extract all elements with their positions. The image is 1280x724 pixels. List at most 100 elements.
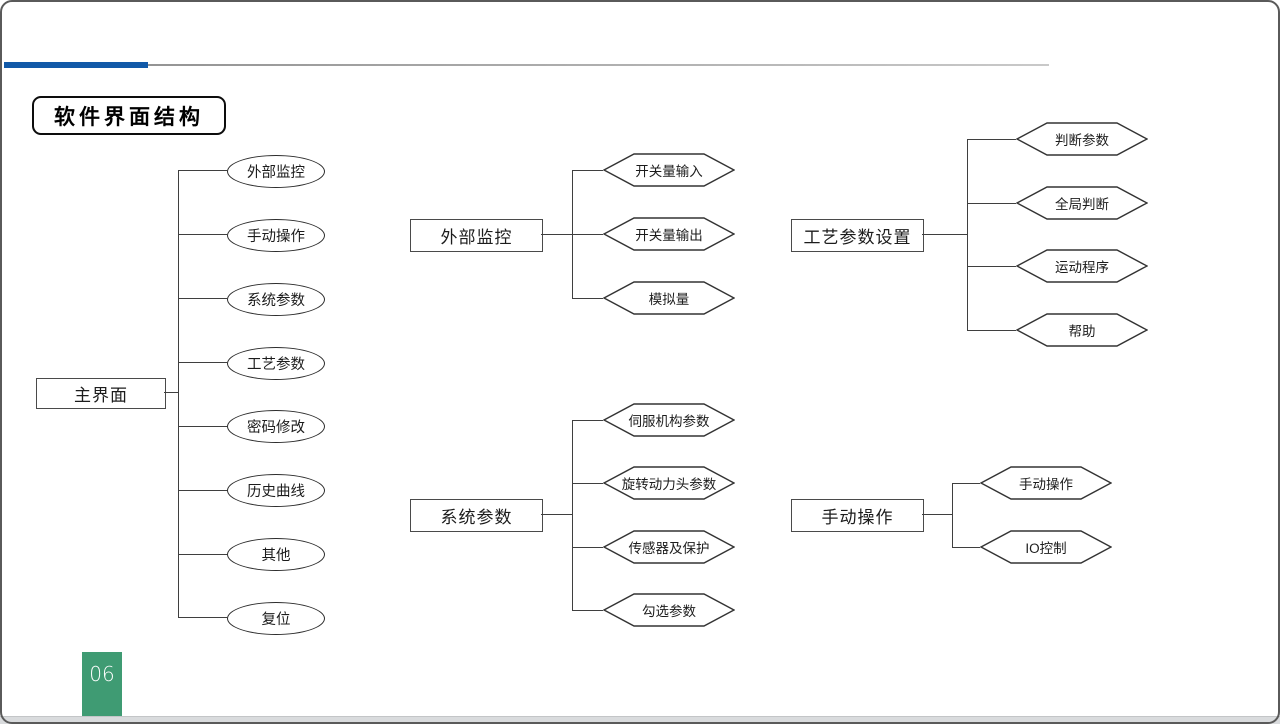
node-switch-output: 开关量输出 [603,217,735,251]
node-label: 手动操作 [247,229,305,245]
node-reset: 复位 [227,602,325,635]
node-io-control: IO控制 [980,530,1112,564]
hexagon-shape [1016,249,1148,283]
hexagon-shape [603,281,735,315]
node-checkbox-params: 勾选参数 [603,593,735,627]
page-number-block: 06 [82,652,122,717]
node-label: 外部监控 [247,165,305,181]
connector-line [572,420,574,610]
connector-line [572,483,603,485]
connector-line [952,483,980,485]
node-password-change: 密码修改 [227,410,325,443]
connector-line [967,139,1016,141]
connector-line [967,139,969,330]
node-label: 外部监控 [440,228,513,247]
connector-line [164,392,178,394]
connector-line [967,330,1016,332]
node-label: 勾选参数 [642,604,696,619]
connector-line [178,234,227,236]
node-history-curve: 历史曲线 [227,474,325,507]
node-label: 工艺参数设置 [803,228,912,247]
page-number: 06 [89,662,115,686]
node-process-params-root: 工艺参数设置 [791,219,924,252]
node-label: 判断参数 [1055,133,1109,148]
connector-line [178,554,227,556]
connector-line [952,547,980,549]
node-external-monitor: 外部监控 [227,155,325,188]
header-rule-line [148,64,1049,66]
connector-line [178,490,227,492]
connector-line [572,234,603,236]
header-accent-bar [4,62,148,68]
connector-line [178,170,180,618]
node-label: 复位 [261,612,291,628]
hexagon-shape [980,466,1112,500]
connector-line [178,362,227,364]
connector-line [922,234,967,236]
node-system-params-root: 系统参数 [410,499,543,532]
connector-line [952,483,954,547]
connector-line [922,514,952,516]
node-label: 伺服机构参数 [628,414,710,429]
hexagon-shape [603,466,735,500]
node-process-params: 工艺参数 [227,347,325,380]
node-label: 旋转动力头参数 [621,477,717,492]
connector-line [967,266,1016,268]
node-label: 历史曲线 [247,484,305,500]
node-global-judge: 全局判断 [1016,186,1148,220]
node-manual-operation: 手动操作 [227,219,325,252]
node-manual-operation-sub: 手动操作 [980,466,1112,500]
connector-line [541,234,572,236]
hexagon-shape [603,217,735,251]
node-label: 开关量输出 [635,228,703,243]
node-label: 全局判断 [1055,197,1109,212]
node-system-params: 系统参数 [227,283,325,316]
connector-line [178,426,227,428]
hexagon-shape [1016,186,1148,220]
node-manual-operation-root: 手动操作 [791,499,924,532]
node-other: 其他 [227,538,325,571]
node-switch-input: 开关量输入 [603,153,735,187]
node-label: 其他 [261,548,291,564]
node-label: 开关量输入 [635,164,703,179]
node-rotary-power-head-params: 旋转动力头参数 [603,466,735,500]
node-label: 主界面 [74,386,128,405]
node-servo-mechanism-params: 伺服机构参数 [603,403,735,437]
node-main-interface-root: 主界面 [36,378,166,409]
connector-line [967,203,1016,205]
node-label: 系统参数 [440,508,513,527]
hexagon-shape [980,530,1112,564]
node-motion-program: 运动程序 [1016,249,1148,283]
node-external-monitor-root: 外部监控 [410,219,543,252]
node-label: 帮助 [1068,324,1096,339]
connector-line [572,547,603,549]
connector-line [572,420,603,422]
node-label: IO控制 [1025,541,1067,556]
node-label: 模拟量 [648,292,690,307]
hexagon-shape [1016,122,1148,156]
hexagon-shape [603,153,735,187]
node-judge-params: 判断参数 [1016,122,1148,156]
hexagon-shape [603,530,735,564]
node-label: 工艺参数 [247,357,305,373]
node-label: 传感器及保护 [628,541,710,556]
node-label: 手动操作 [821,508,894,527]
node-sensor-protection: 传感器及保护 [603,530,735,564]
connector-line [178,617,227,619]
connector-line [178,170,227,172]
slide-title: 软件界面结构 [54,105,204,129]
node-analog-quantity: 模拟量 [603,281,735,315]
slide-title-box: 软件界面结构 [32,96,226,135]
node-label: 密码修改 [247,420,305,436]
hexagon-shape [1016,313,1148,347]
hexagon-shape [603,593,735,627]
connector-line [572,610,603,612]
node-label: 系统参数 [247,293,305,309]
connector-line [572,298,603,300]
connector-line [541,514,572,516]
footer-strip [0,716,1280,724]
hexagon-shape [603,403,735,437]
node-label: 手动操作 [1019,477,1073,492]
connector-line [178,298,227,300]
node-label: 运动程序 [1055,260,1109,275]
